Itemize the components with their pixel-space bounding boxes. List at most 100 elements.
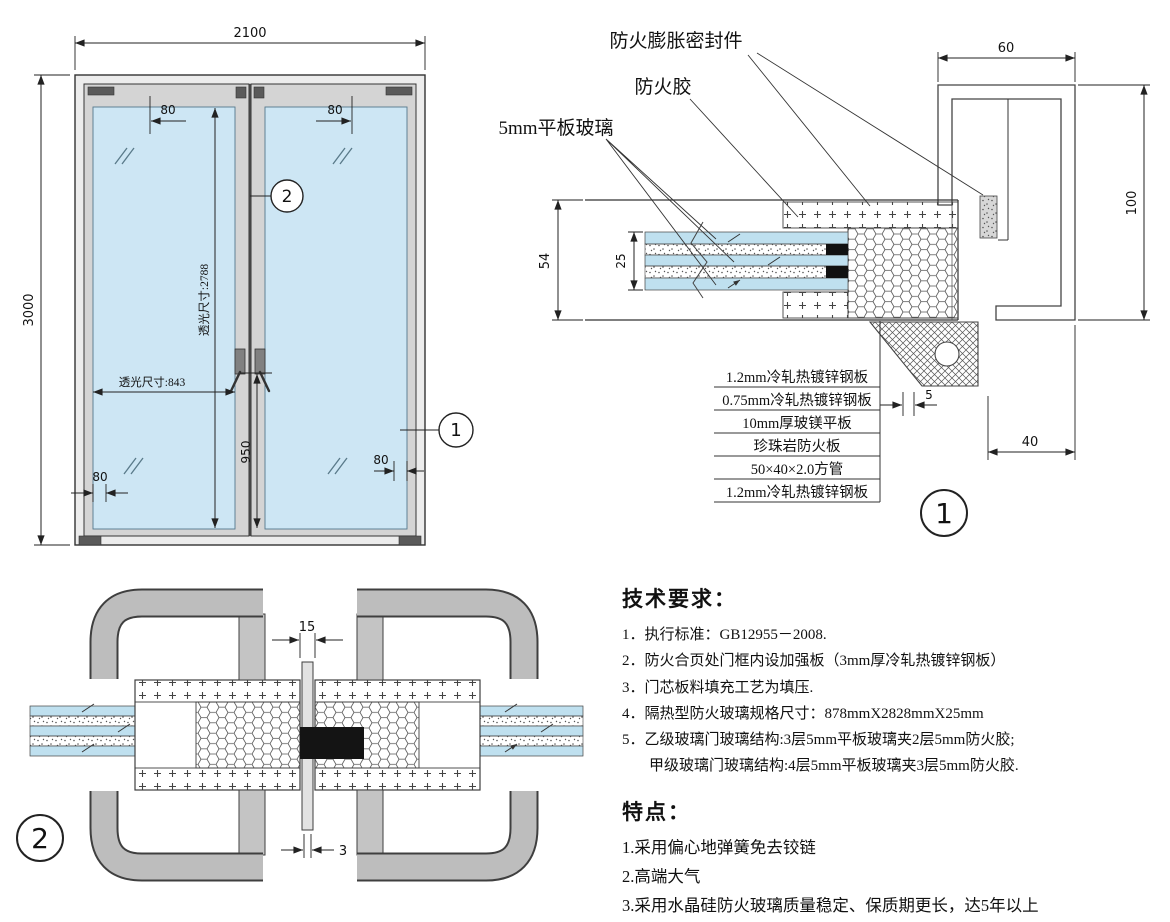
- dim-hinge-right: 80: [316, 96, 353, 134]
- glass-layer: [644, 277, 849, 291]
- fire-glue-label: 防火胶: [634, 76, 691, 98]
- pivot-plate: [87, 86, 115, 96]
- dim-label: 透光尺寸:843: [119, 375, 186, 389]
- handle-top-left: [91, 590, 263, 679]
- expansion-seal-texture: [980, 196, 997, 238]
- dim-gap-5: 5: [880, 388, 937, 416]
- callout-circle: [16, 814, 64, 862]
- leader-lines: [605, 52, 984, 286]
- dim-label: 25: [614, 253, 628, 268]
- center-pivot: [235, 86, 247, 99]
- extension-lines: [74, 36, 426, 70]
- dim-label: 950: [239, 441, 253, 464]
- left-stile-panel: [134, 679, 301, 791]
- edge-seal-block: [826, 266, 848, 278]
- dim-bottom-left: 80: [71, 470, 128, 502]
- pivot-plate: [385, 86, 413, 96]
- extension-lines: [987, 325, 1076, 460]
- perlite-core-block: [847, 227, 959, 319]
- anchor-hole: [934, 341, 960, 367]
- note-item: 3．门芯板料填充工艺为填压.: [622, 679, 814, 696]
- frame-stop-flange: [998, 99, 1009, 241]
- pull-handles: [89, 588, 539, 882]
- handle-bottom-left: [91, 791, 263, 880]
- callout-number: 1: [450, 420, 461, 441]
- dim-glass-thickness: 25: [614, 231, 643, 291]
- foot: [398, 535, 422, 546]
- dim-height-label: 3000: [22, 293, 37, 326]
- row-underlines: [714, 386, 880, 503]
- dim-glass-width: 透光尺寸:843: [93, 375, 235, 396]
- dim-label: 透光尺寸:2788: [197, 264, 211, 336]
- features-title: 特点：: [622, 799, 691, 824]
- handle-top-right: [357, 590, 537, 679]
- dim-label: 80: [327, 103, 342, 117]
- material-row: 50×40×2.0方管: [751, 461, 843, 478]
- glass-stack: [644, 221, 849, 299]
- left-glass-panel: [92, 106, 236, 530]
- dim-label: 100: [1125, 191, 1140, 216]
- glass-layer: [644, 254, 849, 267]
- foot: [78, 535, 102, 546]
- dim-glass-height: 透光尺寸:2788: [197, 108, 219, 528]
- top-pivot-hardware: [87, 86, 413, 99]
- note-item: 4．隔热型防火玻璃规格尺寸：878mmX2828mmX25mm: [622, 705, 984, 722]
- section-detail-1: 防火膨胀密封件 防火胶 5mm平板玻璃 54 25 60 100: [498, 30, 1150, 537]
- dim-label: 40: [1022, 435, 1039, 450]
- glass-arrows: [727, 233, 781, 289]
- handle-plate-right: [254, 348, 266, 375]
- callout-circle: [270, 179, 304, 213]
- fire-glue-strip: [134, 679, 301, 703]
- note-item: 5．乙级玻璃门玻璃结构:3层5mm平板玻璃夹2层5mm防火胶;: [622, 732, 1015, 748]
- lock-seal-block: [300, 727, 364, 759]
- flat-glass-label: 5mm平板玻璃: [498, 117, 613, 139]
- handle-mount: [356, 613, 384, 681]
- dim-label: 80: [92, 470, 107, 484]
- dim-overall-width: 2100: [74, 26, 426, 70]
- perlite-core: [195, 701, 301, 769]
- dim-label: 54: [538, 253, 553, 270]
- extension-lines: [628, 231, 643, 291]
- feature-item: 1.采用偏心地弹簧免去铰链: [622, 837, 816, 857]
- break-line: [690, 221, 708, 299]
- edge-seal-block: [826, 244, 848, 255]
- notes-title: 技术要求：: [622, 587, 737, 611]
- dim-label: 80: [373, 453, 388, 467]
- extension-lines: [34, 74, 70, 546]
- floor-spring-feet: [78, 535, 422, 546]
- dim-label: 3: [339, 844, 347, 859]
- callout-circle: [920, 489, 968, 537]
- right-glass-panel: [264, 106, 408, 530]
- dim-door-thickness: 54: [538, 199, 583, 321]
- material-stack: 1.2mm冷轧热镀锌钢板 0.75mm冷轧热镀锌钢板 10mm厚玻镁平板 珍珠岩…: [714, 321, 881, 503]
- dim-clearance-3: 3: [281, 834, 347, 859]
- material-row: 珍珠岩防火板: [754, 437, 841, 455]
- door-handles: [229, 348, 271, 393]
- dim-handle-height: 950: [239, 372, 272, 528]
- dim-label: 60: [998, 41, 1015, 56]
- fire-glue-strip: [314, 767, 481, 791]
- handle-bottom-right: [357, 791, 537, 880]
- dim-width-label: 2100: [233, 26, 266, 41]
- extension-lines: [937, 52, 1076, 82]
- detail-2-title-callout: 2: [16, 814, 64, 862]
- detail-1-title-callout: 1: [920, 489, 968, 537]
- dim-label: 15: [299, 620, 316, 635]
- extension-lines: [299, 633, 316, 658]
- material-row: 1.2mm冷轧热镀锌钢板: [726, 483, 869, 501]
- glue-layer: [644, 265, 849, 279]
- dim-overall-height: 3000: [22, 74, 70, 546]
- handle-mount: [238, 789, 266, 856]
- expansion-seal-label: 防火膨胀密封件: [609, 30, 742, 52]
- dim-frame-width: 60: [937, 41, 1076, 82]
- feature-item: 3.采用水晶硅防火玻璃质量稳定、保质期更长，达5年以上: [622, 896, 1039, 916]
- handle-mount: [238, 613, 266, 681]
- glass-layer: [644, 231, 849, 245]
- fire-glue-strip: [314, 679, 481, 703]
- dim-bottom-right: 80: [373, 453, 424, 481]
- dim-frame-face-40: 40: [987, 325, 1076, 460]
- material-row: 0.75mm冷轧热镀锌钢板: [722, 391, 872, 409]
- dim-frame-depth: 100: [1078, 84, 1150, 321]
- extension-lines: [552, 199, 583, 321]
